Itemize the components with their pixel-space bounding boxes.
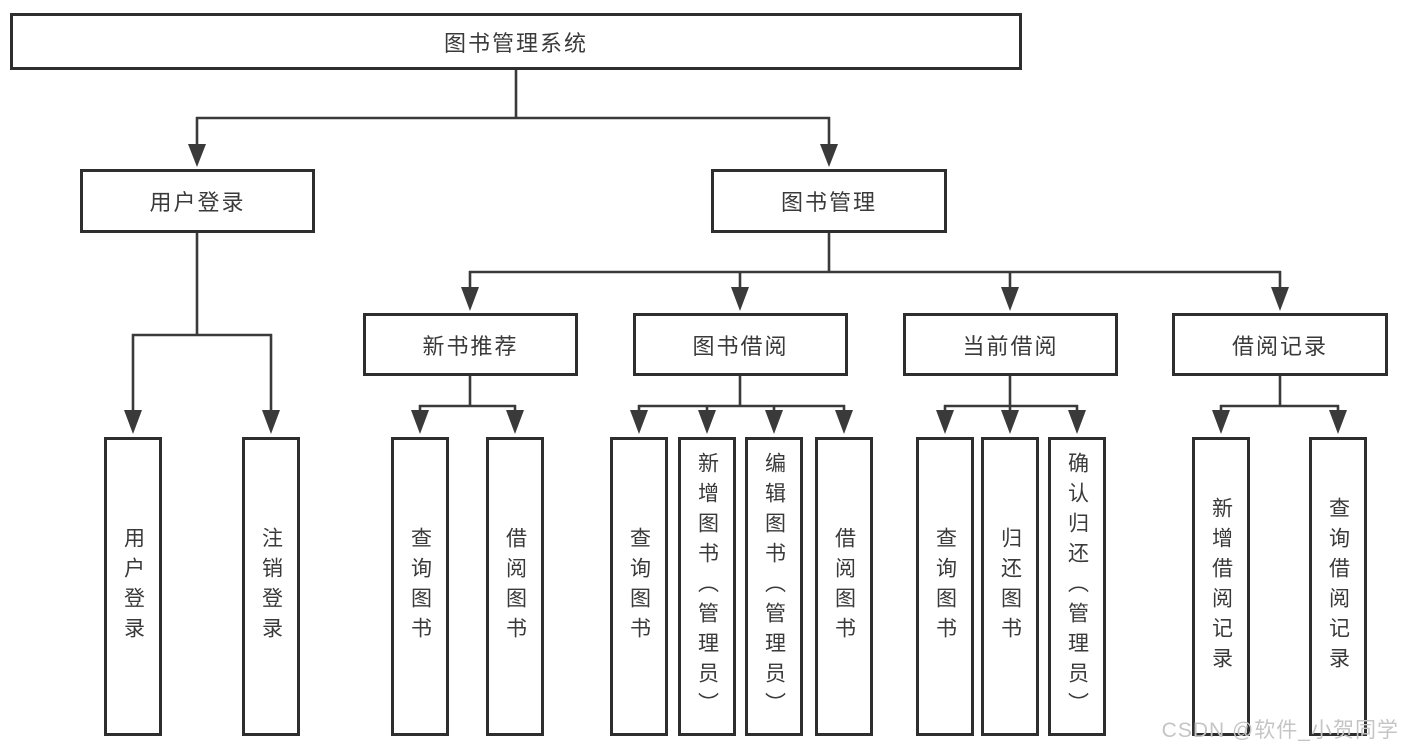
leaf-current-confirm-admin: 确认归还（管理员） — [1048, 437, 1106, 736]
leaf-borrow-edit-admin: 编辑图书（管理员） — [745, 437, 803, 736]
node-current-borrow: 当前借阅 — [903, 313, 1118, 376]
leaf-borrow-borrow: 借阅图书 — [815, 437, 873, 736]
leaf-record-query: 查询借阅记录 — [1309, 437, 1367, 736]
leaf-newbook-borrow: 借阅图书 — [486, 437, 544, 736]
watermark: CSDN @软件_小贺同学 — [1161, 719, 1399, 742]
node-root: 图书管理系统 — [10, 13, 1022, 70]
leaf-user-login: 用户登录 — [104, 437, 162, 736]
node-new-book-recommend: 新书推荐 — [363, 313, 578, 376]
node-borrow-record: 借阅记录 — [1172, 313, 1388, 376]
leaf-logout: 注销登录 — [242, 437, 300, 736]
leaf-borrow-add-admin: 新增图书（管理员） — [678, 437, 736, 736]
leaf-newbook-query: 查询图书 — [391, 437, 449, 736]
leaf-record-add: 新增借阅记录 — [1192, 437, 1250, 736]
leaf-current-return: 归还图书 — [981, 437, 1039, 736]
node-book-borrow: 图书借阅 — [633, 313, 848, 376]
leaf-current-query: 查询图书 — [916, 437, 974, 736]
node-user-login: 用户登录 — [80, 169, 315, 233]
leaf-borrow-query: 查询图书 — [610, 437, 668, 736]
node-book-management: 图书管理 — [711, 169, 947, 233]
